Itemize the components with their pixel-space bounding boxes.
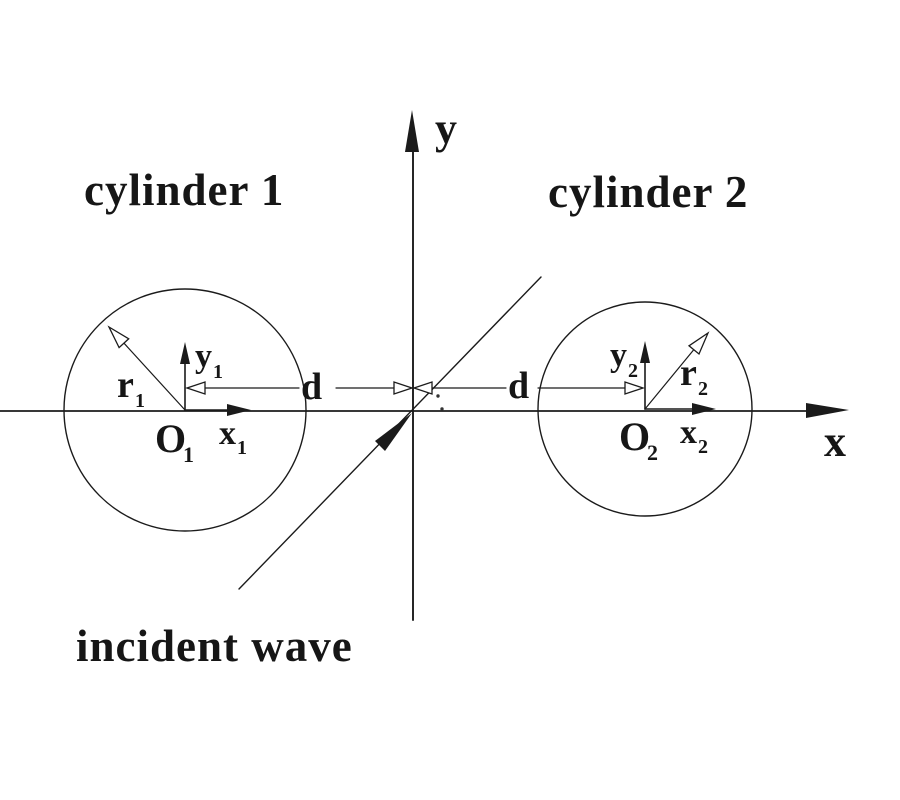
cylinder2-radius-open-arrowhead-icon: [687, 331, 710, 356]
cylinder2-radius-label-subscript: 2: [698, 378, 708, 400]
cylinder1-radius-open-arrowhead-icon: [107, 325, 130, 349]
cylinder1-y1-arrowhead-icon: [180, 342, 190, 364]
cylinder2-x2-label-subscript: 2: [698, 436, 708, 458]
distance-right-open-arrowhead-icon: [624, 381, 646, 395]
cylinder1-radius-label-subscript: 1: [135, 390, 145, 412]
cylinder1-x1-label-subscript: 1: [237, 437, 247, 459]
cylinder1-circle: [63, 288, 307, 532]
cylinder2-x2-arrowhead-icon: [692, 403, 716, 415]
distance-left-label: d: [301, 366, 322, 408]
angle-arc-dot: [440, 407, 444, 411]
cylinder1-origin-label-subscript: 1: [183, 442, 194, 467]
cylinder1-radius-line: [121, 340, 186, 411]
cylinder1-x1-label: x: [219, 415, 236, 452]
cylinder2-x2-label: x: [680, 414, 697, 451]
distance-right-label: d: [508, 365, 529, 407]
cylinder1-y1-label-subscript: 1: [213, 361, 223, 383]
cylinder1-title: cylinder 1: [84, 165, 284, 215]
incident-wave-label: incident wave: [76, 621, 353, 671]
cylinder2-radius-label: r: [680, 352, 697, 394]
cylinder1-y1-label: y: [195, 338, 212, 375]
global-y-axis-arrowhead-icon: [405, 110, 419, 152]
cylinder2-origin-label-subscript: 2: [647, 440, 658, 465]
cylinder1-radius-label: r: [117, 364, 134, 406]
angle-arc-dot: [436, 394, 440, 398]
global-x-axis-arrowhead-icon: [806, 403, 849, 418]
cylinder1-origin-label: O: [155, 416, 186, 461]
incident-wave-arrowhead-icon: [375, 413, 412, 451]
cylinder2-y2-arrowhead-icon: [640, 341, 650, 363]
distance-left-open-arrowhead-icon: [184, 381, 206, 395]
global-y-axis-label: y: [435, 104, 457, 153]
cylinder2-y2-label-subscript: 2: [628, 360, 638, 382]
global-x-axis-label: x: [824, 417, 846, 466]
distance-right-open-arrowhead-icon: [411, 381, 433, 395]
cylinder2-title: cylinder 2: [548, 167, 748, 217]
cylinder2-origin-label: O: [619, 414, 650, 459]
cylinder2-radius-line: [644, 346, 697, 410]
cylinder2-y2-label: y: [610, 337, 627, 374]
distance-left-open-arrowhead-icon: [393, 381, 415, 395]
cylinder1-x1-arrowhead-icon: [227, 404, 251, 416]
cylinder2-circle: [537, 301, 753, 517]
